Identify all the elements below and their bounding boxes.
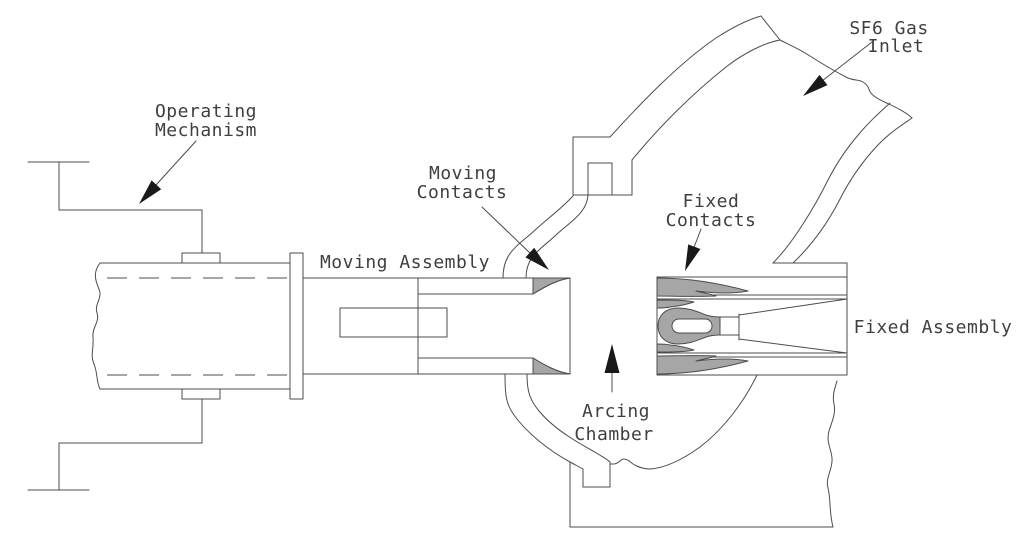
moving-contacts-label-1: Moving xyxy=(429,163,497,184)
annotations xyxy=(139,41,873,393)
assembly-slot xyxy=(339,307,448,338)
moving-contact-tip-top xyxy=(532,277,571,295)
fixed-contacts-arrow-icon xyxy=(685,244,701,271)
sf6-inlet-arrow-icon xyxy=(803,74,828,96)
labels: Operating Mechanism Moving Assembly Movi… xyxy=(155,18,1012,445)
duct-notch xyxy=(572,136,633,196)
sf6-inlet-leader xyxy=(821,41,873,82)
housing-top-break-line xyxy=(779,39,913,119)
lower-duct-inner-wall xyxy=(526,373,611,463)
duct-fitting xyxy=(587,162,613,195)
rod-boss-top xyxy=(181,252,221,264)
arcing-chamber-wall xyxy=(609,374,758,470)
moving-assembly-body xyxy=(302,277,571,375)
rod-break-line xyxy=(91,262,101,390)
moving-contacts-label-2: Contacts xyxy=(417,182,508,203)
sf6-inlet-duct xyxy=(772,102,913,264)
operating-mechanism-leader xyxy=(155,140,197,186)
fixed-assembly-label: Fixed Assembly xyxy=(854,317,1013,338)
operating-rod xyxy=(91,252,304,400)
fixed-contacts-label-1: Fixed xyxy=(683,191,740,212)
sf6-gas-inlet-label-1: SF6 Gas xyxy=(849,18,928,39)
guide-cone-top xyxy=(738,298,848,316)
arcing-chamber-label-1: Arcing xyxy=(582,401,650,422)
upper-gas-duct xyxy=(502,136,633,279)
housing-upper-wall xyxy=(609,15,913,161)
arcing-chamber-arrow-icon xyxy=(604,344,620,373)
lower-duct-outer-wall xyxy=(504,373,584,470)
moving-contacts-arrow-icon xyxy=(525,247,549,270)
fixed-contact-finger-top xyxy=(656,277,749,297)
moving-contact-tip-bottom xyxy=(532,357,571,375)
lower-duct-foot xyxy=(582,461,611,488)
fixed-contact-finger-top-inner xyxy=(656,299,695,309)
guide-cone-bottom xyxy=(738,338,848,354)
moving-contacts-leader xyxy=(481,206,531,254)
operating-mechanism-label-2: Mechanism xyxy=(155,120,257,141)
housing-base-break-line xyxy=(826,380,838,528)
moving-assembly-label: Moving Assembly xyxy=(320,252,490,273)
fixed-contacts-label-2: Contacts xyxy=(666,210,757,231)
arcing-chamber-housing xyxy=(504,373,838,528)
sf6-gas-inlet-label-2: Inlet xyxy=(868,36,925,57)
duct-mouth-edge xyxy=(760,15,781,41)
fixed-arcing-contact xyxy=(657,307,721,345)
rod-boss-bottom xyxy=(181,388,221,400)
operating-mechanism-label-1: Operating xyxy=(155,101,257,122)
operating-mechanism-frame xyxy=(27,161,203,491)
fixed-contacts-leader xyxy=(692,228,702,251)
fixed-contact-finger-bottom-inner xyxy=(656,343,695,353)
arcing-chamber-label-2: Chamber xyxy=(574,424,653,445)
fixed-contact-finger-bottom xyxy=(656,355,749,375)
operating-mechanism-arrow-icon xyxy=(139,180,162,204)
rod-flange xyxy=(289,252,304,400)
fixed-assembly-block xyxy=(656,262,848,376)
